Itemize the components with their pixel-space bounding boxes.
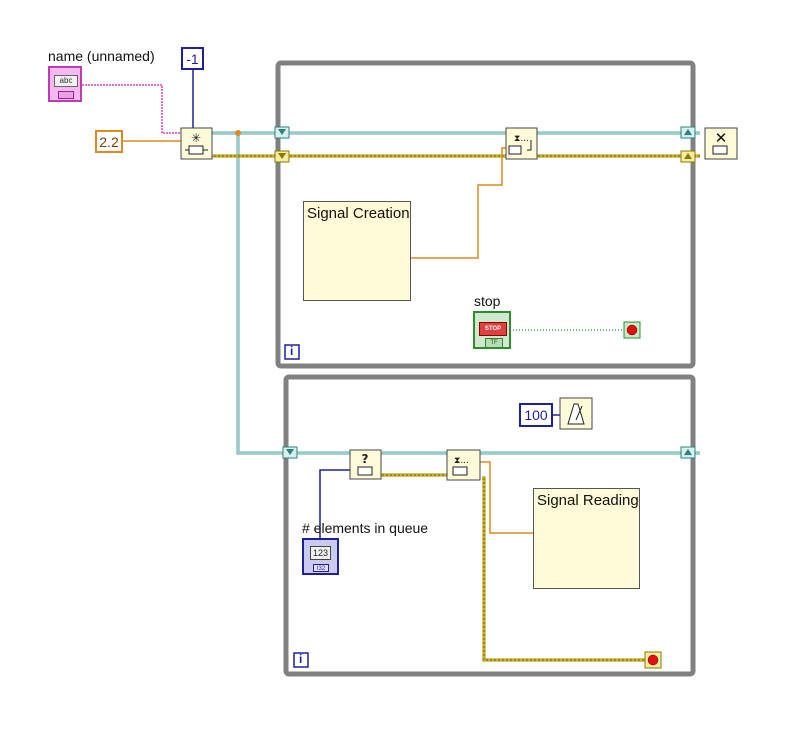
- stop-button-face: STOP: [479, 322, 507, 336]
- signal-creation-label: Signal Creation: [307, 205, 410, 222]
- svg-text:✳: ✳: [191, 131, 201, 145]
- constant-100[interactable]: 100: [519, 403, 553, 427]
- stop-terminal-icon[interactable]: [623, 321, 641, 339]
- indicator-type-tag: I32: [313, 564, 329, 572]
- signal-reading-wire[interactable]: [480, 461, 534, 534]
- queue-tunnels[interactable]: [274, 126, 696, 459]
- elements-in-queue-label: # elements in queue: [302, 520, 429, 536]
- error-tunnels[interactable]: [274, 150, 696, 163]
- string-type-tag: [58, 91, 74, 99]
- obtain-queue-icon[interactable]: ✳: [180, 127, 213, 160]
- elements-wire[interactable]: [319, 469, 353, 545]
- dequeue-icon[interactable]: ⧗...: [446, 449, 481, 481]
- constant-2-2[interactable]: 2.2: [95, 130, 123, 153]
- string-wire[interactable]: [82, 84, 184, 134]
- enqueue-icon[interactable]: ⧗...: [505, 127, 538, 160]
- signal-reading-subvi[interactable]: Signal Reading: [533, 488, 640, 589]
- get-queue-status-icon[interactable]: ?: [349, 449, 382, 480]
- svg-text:✕: ✕: [715, 129, 728, 147]
- loop-iteration-label: i: [299, 652, 303, 666]
- iteration-terminal: [284, 344, 300, 360]
- elements-indicator[interactable]: 123 I32: [302, 538, 339, 575]
- name-label: name (unnamed): [48, 48, 155, 64]
- constant-neg1[interactable]: -1: [181, 47, 204, 70]
- stop-type-tag: TF: [485, 338, 503, 348]
- stop-terminal-icon[interactable]: [644, 651, 662, 669]
- iteration-terminal: [293, 652, 309, 668]
- signal-creation-wire[interactable]: [411, 147, 509, 259]
- svg-text:?: ?: [362, 452, 369, 466]
- string-text-box: abc: [54, 75, 78, 87]
- signal-creation-subvi[interactable]: Signal Creation: [303, 201, 411, 301]
- stop-button-control[interactable]: STOP TF: [473, 311, 511, 349]
- svg-text:⧗...: ⧗...: [454, 456, 469, 466]
- stop-label: stop: [474, 293, 501, 309]
- svg-text:⧗...: ⧗...: [514, 134, 529, 144]
- top-while-loop[interactable]: [275, 60, 696, 369]
- indicator-value: 123: [310, 546, 331, 560]
- loop-iteration-label: i: [290, 344, 294, 358]
- bottom-while-loop[interactable]: [283, 374, 696, 677]
- signal-reading-label: Signal Reading: [537, 492, 639, 509]
- wait-ms-icon[interactable]: [552, 397, 593, 430]
- release-queue-icon[interactable]: ✕: [704, 127, 738, 160]
- name-string-control[interactable]: abc: [48, 66, 82, 102]
